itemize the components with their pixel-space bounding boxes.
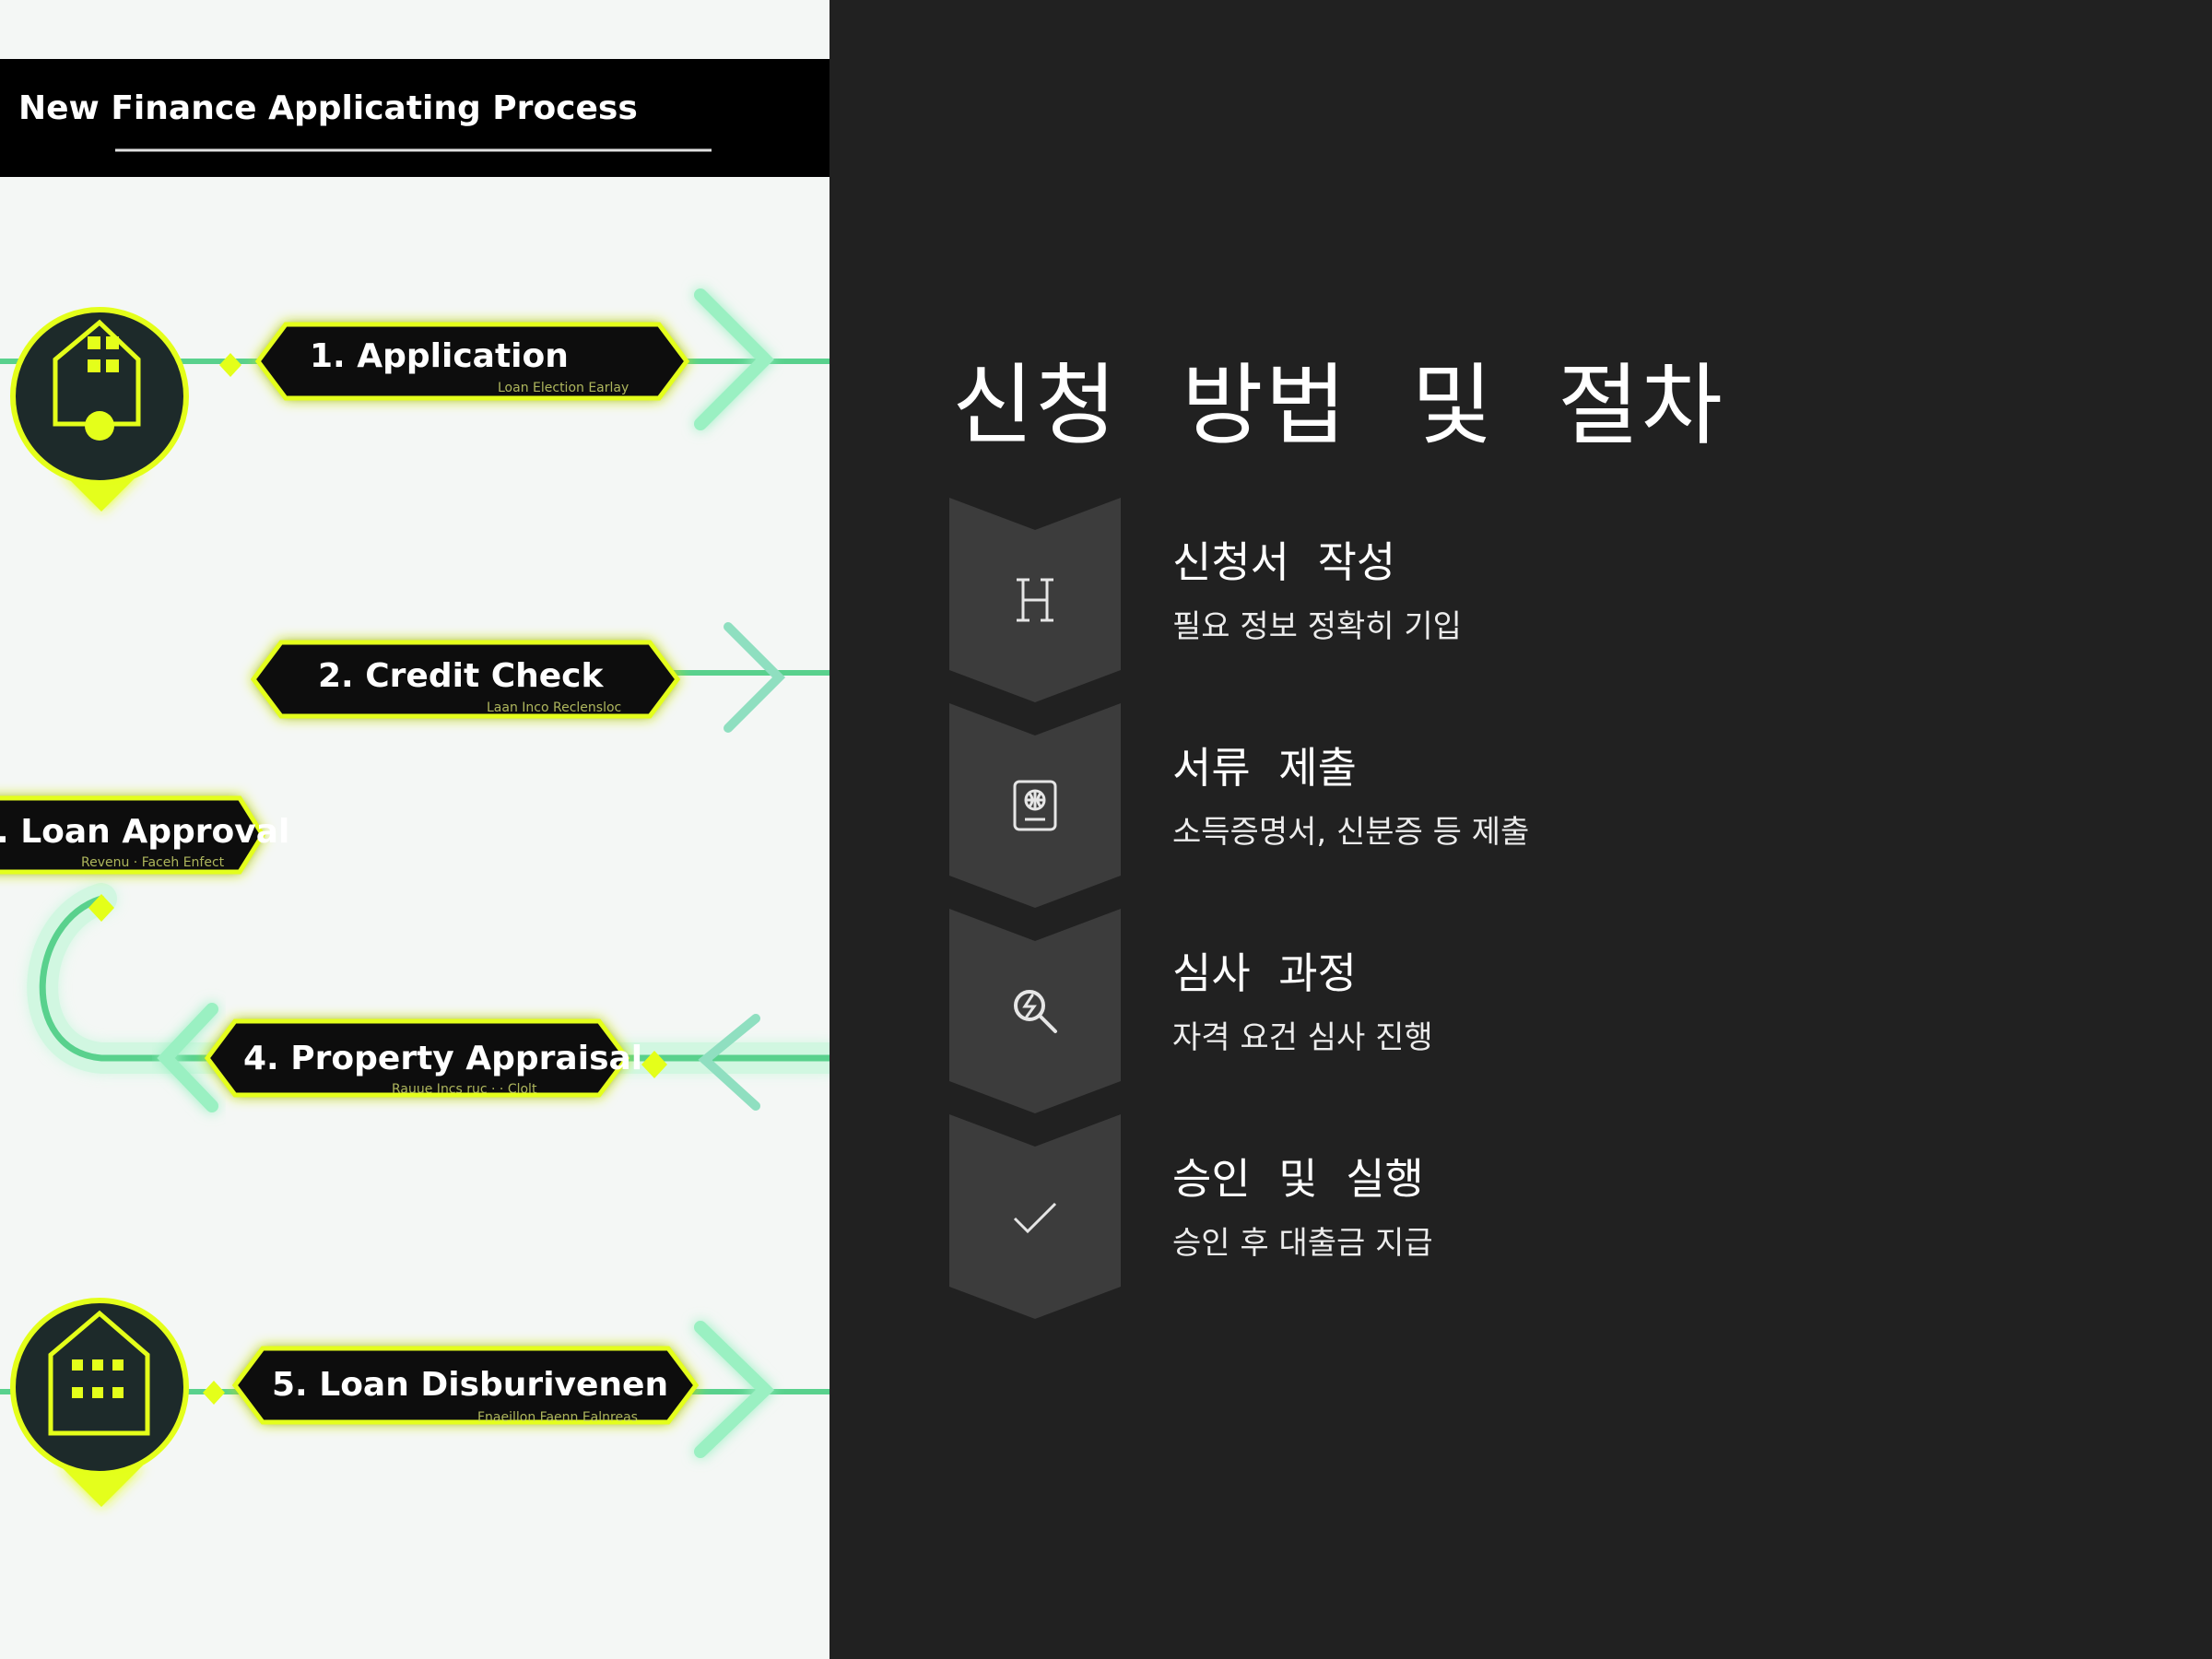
stage-4-sub: Rauue Incs ruc · · Clolt [392,1082,537,1097]
stage-1-label: 1. Application [310,337,569,375]
step-approval: 승인 및 실행 승인 후 대출금 지급 [949,1114,2147,1319]
step-chevron [949,1114,1121,1319]
title-bar [0,59,830,177]
step-description: 자격 요건 심사 진행 [1172,1019,1433,1056]
step-documents: 서류 제출 소득증명서, 신분증 등 제출 [949,703,2147,908]
house-badge-icon [10,307,189,512]
stage-3-sub: Revenu · Faceh Enfect [81,855,225,870]
step-chevron [949,909,1121,1113]
step-application: 신청서 작성 필요 정보 정확히 기입 [949,498,2147,702]
illustration-canvas: New Finance Applicating Process [0,59,830,1507]
stage-3-label: . Loan Approval [0,813,289,851]
stage-1-sub: Loan Election Earlay [498,381,629,395]
passport-icon [1005,775,1065,836]
step-review: 심사 과정 자격 요건 심사 진행 [949,909,2147,1113]
stage-5-label: 5. Loan Disburivenen [272,1366,668,1404]
step-title: 승인 및 실행 [1172,1154,1424,1204]
stage-2-pill: 2. Credit Check Laan Inco Reclensloc [250,640,681,719]
stage-5-sub: Fnaeillon Faenn Ealnreas [477,1410,638,1425]
step-description: 필요 정보 정확히 기입 [1172,608,1462,645]
illustration-title: New Finance Applicating Process [18,89,638,127]
letter-h-icon [1005,570,1065,630]
step-description: 승인 후 대출금 지급 [1172,1225,1433,1262]
stage-1-pill: 1. Application Loan Election Earlay [254,322,690,401]
stage-5-pill: 5. Loan Disburivenen Fnaeillon Faenn Eal… [231,1346,700,1425]
track-nodes [88,353,667,1405]
stage-2-sub: Laan Inco Reclensloc [487,700,621,715]
stage-2-label: 2. Credit Check [318,657,605,695]
process-illustration: New Finance Applicating Process [0,0,830,1659]
step-title: 서류 제출 [1172,743,1357,793]
stage-3-pill: . Loan Approval Revenu · Faceh Enfect [0,795,289,875]
stage-4-label: 4. Property Appraisal [243,1040,642,1077]
step-title: 심사 과정 [1172,948,1357,998]
building-badge-icon [10,1298,189,1507]
step-title: 신청서 작성 [1172,537,1396,587]
step-description: 소득증명서, 신분증 등 제출 [1172,814,1530,851]
stage-4-pill: 4. Property Appraisal Rauue Incs ruc · ·… [204,1018,642,1098]
check-icon [1005,1186,1065,1247]
slide-heading: 신청 방법 및 절차 [952,354,1724,457]
search-bolt-icon [1005,981,1065,1041]
